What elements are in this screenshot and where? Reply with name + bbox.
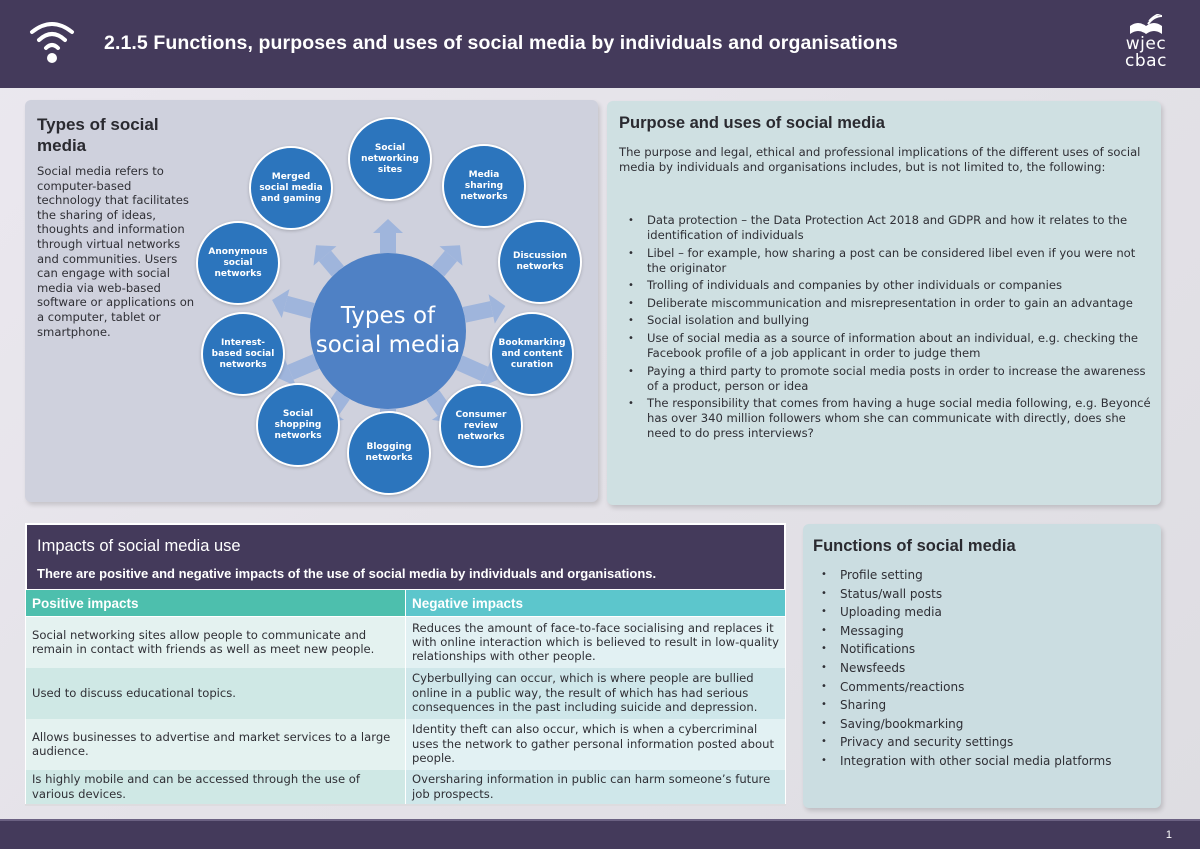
diagram-hub: Types of social media (310, 253, 466, 409)
function-item: Status/wall posts (812, 585, 1152, 604)
functions-list: Profile setting Status/wall posts Upload… (812, 566, 1152, 771)
column-header-negative: Negative impacts (405, 589, 786, 617)
table-row: Allows businesses to advertise and marke… (25, 718, 786, 770)
impacts-table: Positive impacts Negative impacts Social… (25, 589, 786, 804)
positive-cell: Is highly mobile and can be accessed thr… (25, 769, 406, 804)
open-book-icon (1130, 14, 1163, 34)
diagram-node-anonymous: Anonymous social networks (196, 221, 280, 305)
page-number: 1 (1165, 829, 1172, 841)
wjec-logo: wjec cbac (1116, 14, 1176, 74)
functions-title: Functions of social media (813, 537, 1016, 555)
function-item: Newsfeeds (812, 659, 1152, 678)
impacts-header: Impacts of social media use There are po… (25, 523, 786, 589)
purpose-item: The responsibility that comes from havin… (619, 396, 1155, 441)
positive-cell: Used to discuss educational topics. (25, 667, 406, 719)
positive-cell: Social networking sites allow people to … (25, 616, 406, 668)
diagram-node-media-sharing: Media sharing networks (442, 144, 526, 228)
function-item: Sharing (812, 696, 1152, 715)
table-row: Social networking sites allow people to … (25, 616, 786, 668)
purpose-item: Social isolation and bullying (619, 313, 1155, 328)
purpose-list: Data protection – the Data Protection Ac… (619, 213, 1155, 444)
purpose-item: Deliberate miscommunication and misrepre… (619, 296, 1155, 311)
diagram-node-discussion: Discussion networks (498, 220, 582, 304)
purpose-item: Use of social media as a source of infor… (619, 331, 1155, 361)
types-diagram: Types of social media Social networking … (25, 100, 598, 502)
wifi-icon (30, 22, 74, 63)
diagram-node-social-networking-sites: Social networking sites (348, 117, 432, 201)
impacts-title: Impacts of social media use (37, 537, 241, 555)
diagram-node-merged-gaming: Merged social media and gaming (249, 146, 333, 230)
function-item: Comments/reactions (812, 678, 1152, 697)
diagram-node-blogging: Blogging networks (347, 411, 431, 495)
negative-cell: Reduces the amount of face-to-face socia… (405, 616, 786, 668)
types-of-social-media-panel: Types of social media Social media refer… (25, 100, 598, 502)
function-item: Saving/bookmarking (812, 715, 1152, 734)
purpose-intro: The purpose and legal, ethical and profe… (619, 145, 1141, 174)
positive-cell: Allows businesses to advertise and marke… (25, 718, 406, 770)
table-row: Is highly mobile and can be accessed thr… (25, 769, 786, 804)
diagram-node-social-shopping: Social shopping networks (256, 383, 340, 467)
page-header: 2.1.5 Functions, purposes and uses of so… (0, 0, 1200, 88)
purpose-item: Trolling of individuals and companies by… (619, 278, 1155, 293)
function-item: Messaging (812, 622, 1152, 641)
function-item: Profile setting (812, 566, 1152, 585)
purpose-and-uses-panel: Purpose and uses of social media The pur… (607, 101, 1161, 505)
function-item: Notifications (812, 640, 1152, 659)
diagram-node-bookmarking: Bookmarking and content curation (490, 312, 574, 396)
diagram-node-consumer-review: Consumer review networks (439, 384, 523, 468)
page-footer: 1 (0, 819, 1200, 849)
function-item: Privacy and security settings (812, 733, 1152, 752)
function-item: Uploading media (812, 603, 1152, 622)
negative-cell: Identity theft can also occur, which is … (405, 718, 786, 770)
functions-panel: Functions of social media Profile settin… (803, 524, 1161, 808)
impacts-panel: Impacts of social media use There are po… (25, 523, 786, 806)
purpose-item: Paying a third party to promote social m… (619, 364, 1155, 394)
purpose-title: Purpose and uses of social media (619, 114, 885, 132)
table-row: Used to discuss educational topics. Cybe… (25, 667, 786, 719)
logo-line-cbac: cbac (1125, 51, 1167, 71)
column-header-positive: Positive impacts (25, 589, 406, 617)
logo-line-wjec: wjec (1125, 34, 1167, 54)
types-description: Social media refers to computer-based te… (37, 164, 195, 339)
types-title: Types of social media (37, 115, 159, 155)
impacts-subtitle: There are positive and negative impacts … (37, 566, 657, 581)
purpose-item: Data protection – the Data Protection Ac… (619, 213, 1155, 243)
negative-cell: Cyberbullying can occur, which is where … (405, 667, 786, 719)
diagram-node-interest-based: Interest-based social networks (201, 312, 285, 396)
function-item: Integration with other social media plat… (812, 752, 1152, 771)
purpose-item: Libel – for example, how sharing a post … (619, 246, 1155, 276)
negative-cell: Oversharing information in public can ha… (405, 769, 786, 804)
page-title: 2.1.5 Functions, purposes and uses of so… (104, 32, 898, 54)
